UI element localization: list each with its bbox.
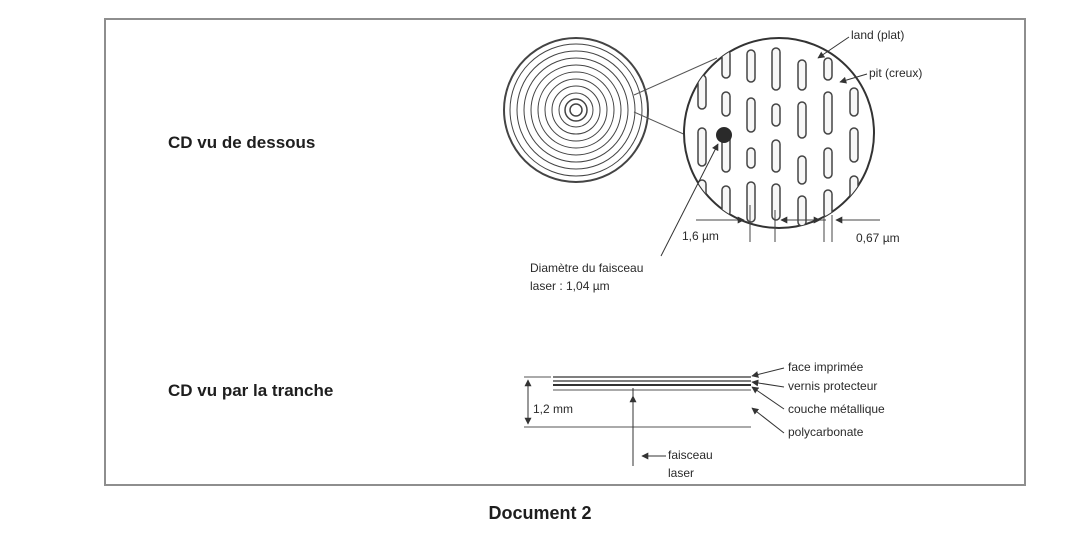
- edge-view-title: CD vu par la tranche: [168, 381, 334, 400]
- cd-disc: [503, 37, 649, 183]
- thickness-label: 1,2 mm: [533, 402, 573, 416]
- polycarbonate-label: polycarbonate: [788, 425, 864, 439]
- pit-arrow: [839, 73, 868, 84]
- metal-layer-label: couche métallique: [788, 402, 885, 416]
- bottom-view-title: CD vu de dessous: [168, 133, 316, 152]
- laser-beam-label-line1: faisceau: [668, 448, 713, 462]
- varnish-arrow: [751, 379, 785, 388]
- pit-label: pit (creux): [869, 66, 922, 80]
- beam-diameter-line1: Diamètre du faisceau: [530, 261, 643, 275]
- figure-frame: CD vu de dessous CD vu par la tranche: [104, 18, 1026, 486]
- metal-layer-arrow: [751, 386, 785, 410]
- laser-beam-label-line2: laser: [668, 466, 694, 480]
- cd-diagram: land (plat) pit (creux) 1,6 µm 0,67 µm D…: [503, 28, 922, 480]
- printed-face-label: face imprimée: [788, 360, 864, 374]
- polycarbonate-arrow: [751, 407, 785, 434]
- track-pitch-label: 1,6 µm: [682, 229, 719, 243]
- zoom-connector-top: [633, 57, 718, 96]
- cd-edge-layers: [524, 376, 751, 428]
- varnish-label: vernis protecteur: [788, 379, 877, 393]
- beam-diameter-arrow: [660, 143, 719, 257]
- laser-spot: [716, 127, 732, 143]
- beam-diameter-line2: laser : 1,04 µm: [530, 279, 610, 293]
- land-arrow: [817, 36, 850, 59]
- zoom-connector-bottom: [633, 111, 689, 137]
- pit-width-label: 0,67 µm: [856, 231, 900, 245]
- land-label: land (plat): [851, 28, 904, 42]
- printed-face-arrow: [751, 367, 785, 378]
- document-caption: Document 2: [488, 503, 592, 523]
- zoom-circle: [683, 37, 875, 229]
- pit-width-dimension: [806, 215, 880, 242]
